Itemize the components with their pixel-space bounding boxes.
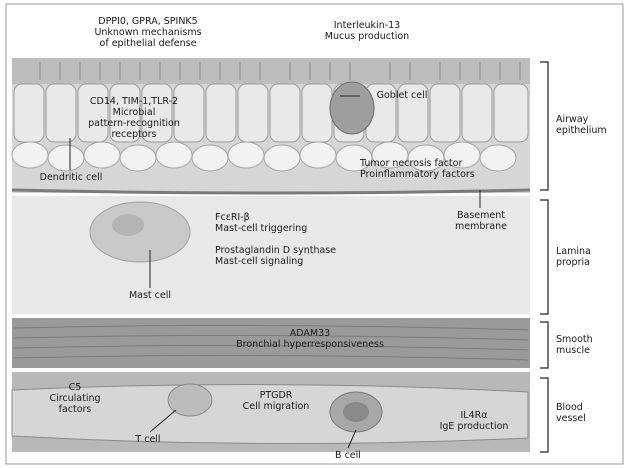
fcer-label: FcεRI-β Mast-cell triggering: [215, 212, 365, 234]
tnf-desc: Proinflammatory factors: [360, 169, 530, 180]
goblet-cell-label: Goblet cell: [362, 90, 442, 101]
c5-title: C5: [30, 382, 120, 393]
airway-line-1: Airway: [556, 114, 607, 125]
il4r-desc: IgE production: [424, 421, 524, 432]
tnf-title: Tumor necrosis factor: [360, 158, 530, 169]
adam-desc: Bronchial hyperresponsiveness: [200, 339, 420, 350]
pgd-label: Prostaglandin D synthase Mast-cell signa…: [215, 245, 395, 267]
cd14-title: CD14, TIM-1,TLR-2: [64, 96, 204, 107]
dppio-desc-2: of epithelial defense: [48, 38, 248, 49]
c5-desc-2: factors: [30, 404, 120, 415]
b-cell-label: B cell: [318, 450, 378, 461]
pgd-title: Prostaglandin D synthase: [215, 245, 395, 256]
il13-desc: Mucus production: [292, 31, 442, 42]
cd14-desc-3: receptors: [64, 129, 204, 140]
blood-line-2: vessel: [556, 413, 586, 424]
il4r-title: IL4Rα: [424, 410, 524, 421]
fcer-desc: Mast-cell triggering: [215, 223, 365, 234]
cd14-desc-2: pattern-recognition: [64, 118, 204, 129]
blood-vessel-label: Blood vessel: [556, 402, 586, 424]
dppio-title: DPPI0, GPRA, SPINK5: [48, 16, 248, 27]
basement-label: Basement membrane: [446, 210, 516, 232]
dppio-label: DPPI0, GPRA, SPINK5 Unknown mechanisms o…: [48, 16, 248, 49]
smooth-line-2: muscle: [556, 345, 593, 356]
ptgdr-label: PTGDR Cell migration: [226, 390, 326, 412]
il4r-label: IL4Rα IgE production: [424, 410, 524, 432]
airway-line-2: epithelium: [556, 125, 607, 136]
ptgdr-desc: Cell migration: [226, 401, 326, 412]
dppio-desc-1: Unknown mechanisms: [48, 27, 248, 38]
adam-title: ADAM33: [200, 328, 420, 339]
cd14-label: CD14, TIM-1,TLR-2 Microbial pattern-reco…: [64, 96, 204, 140]
tnf-label: Tumor necrosis factor Proinflammatory fa…: [360, 158, 530, 180]
basement-line-1: Basement: [446, 210, 516, 221]
ptgdr-title: PTGDR: [226, 390, 326, 401]
smooth-line-1: Smooth: [556, 334, 593, 345]
smooth-muscle-label: Smooth muscle: [556, 334, 593, 356]
mast-cell-label: Mast cell: [115, 290, 185, 301]
lamina-line-1: Lamina: [556, 246, 591, 257]
il13-label: Interleukin-13 Mucus production: [292, 20, 442, 42]
pgd-desc: Mast-cell signaling: [215, 256, 395, 267]
mast-cell-nucleus: [112, 214, 144, 236]
c5-desc-1: Circulating: [30, 393, 120, 404]
blood-line-1: Blood: [556, 402, 586, 413]
dendritic-cell-label: Dendritic cell: [26, 172, 116, 183]
t-cell-label: T cell: [118, 434, 178, 445]
lamina-propria-label: Lamina propria: [556, 246, 591, 268]
il13-title: Interleukin-13: [292, 20, 442, 31]
lamina-line-2: propria: [556, 257, 591, 268]
c5-label: C5 Circulating factors: [30, 382, 120, 415]
adam-label: ADAM33 Bronchial hyperresponsiveness: [200, 328, 420, 350]
cilia-layer: [12, 58, 530, 84]
basement-line-2: membrane: [446, 221, 516, 232]
fcer-title: FcεRI-β: [215, 212, 365, 223]
airway-epithelium-label: Airway epithelium: [556, 114, 607, 136]
cd14-desc-1: Microbial: [64, 107, 204, 118]
